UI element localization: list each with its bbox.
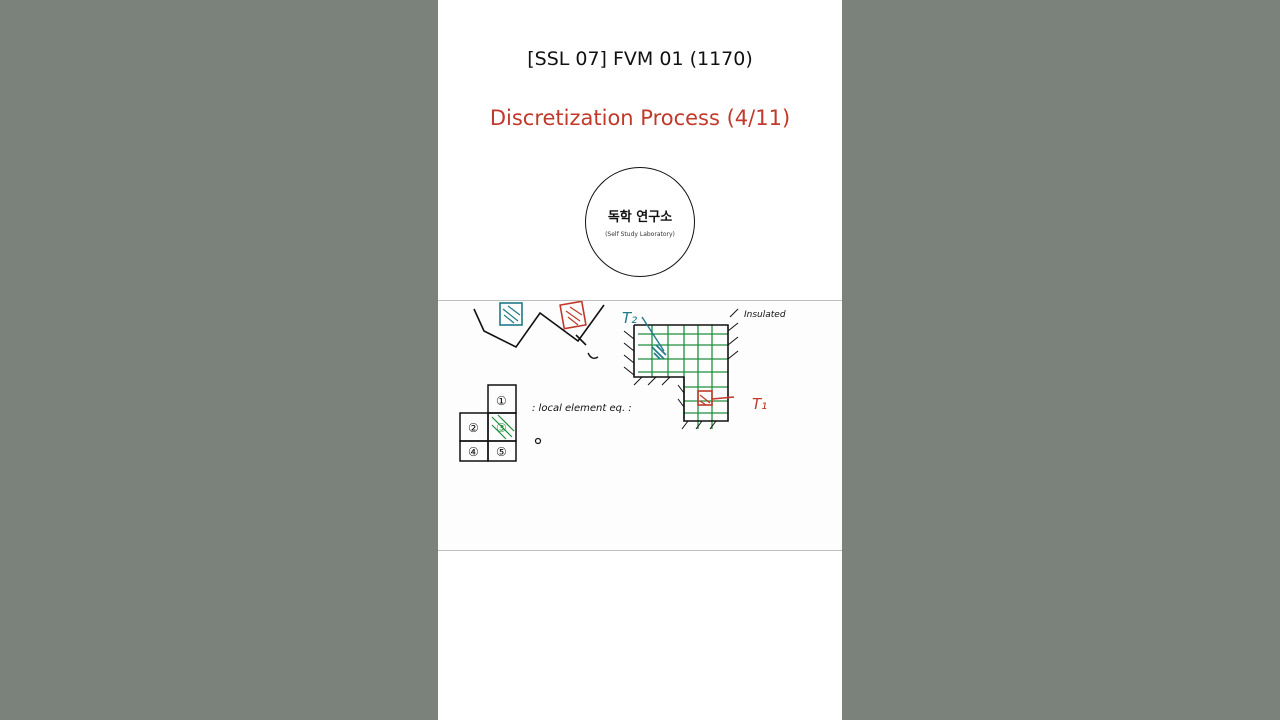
red-hatched-cell [559,301,587,330]
local-cell-2: ② [468,421,479,435]
video-title: [SSL 07] FVM 01 (1170) [527,48,753,70]
right-backdrop [842,0,1280,720]
zigzag-sketch [473,304,605,349]
local-cell-5: ⑤ [496,445,507,459]
video-frame: [SSL 07] FVM 01 (1170) Discretization Pr… [438,0,842,720]
local-element-label: : local element eq. : [532,403,632,414]
teal-hatched-cell [499,302,523,326]
t2-label: T₂ [622,309,637,327]
left-backdrop [0,0,438,720]
video-subtitle: Discretization Process (4/11) [489,106,791,130]
local-cell-3: ③ [496,421,507,435]
channel-logo: 독학 연구소 (Self Study Laboratory) [585,167,695,277]
local-cell-4: ④ [468,445,479,459]
t1-label: T₁ [752,395,767,413]
arrow-sketch [587,352,599,360]
l-shaped-domain [623,308,739,430]
small-circle-mark [534,437,542,445]
whiteboard: T₂ T₁ Insulated ① ② ③ ④ ⑤ : local elem [438,301,842,550]
red-boundary-cell [697,390,735,406]
whiteboard-top-divider [438,300,842,301]
teal-boundary-cell [641,316,667,360]
whiteboard-bottom-divider [438,550,842,551]
insulated-label: Insulated [744,310,786,320]
logo-english-text: (Self Study Laboratory) [605,231,675,238]
insulation-hatching [623,308,739,430]
logo-korean-text: 독학 연구소 [607,210,673,225]
whiteboard-drawing: T₂ T₁ Insulated ① ② ③ ④ ⑤ : local elem [459,301,786,462]
local-element-stencil: ① ② ③ ④ ⑤ [459,384,517,462]
local-cell-1: ① [496,394,507,408]
